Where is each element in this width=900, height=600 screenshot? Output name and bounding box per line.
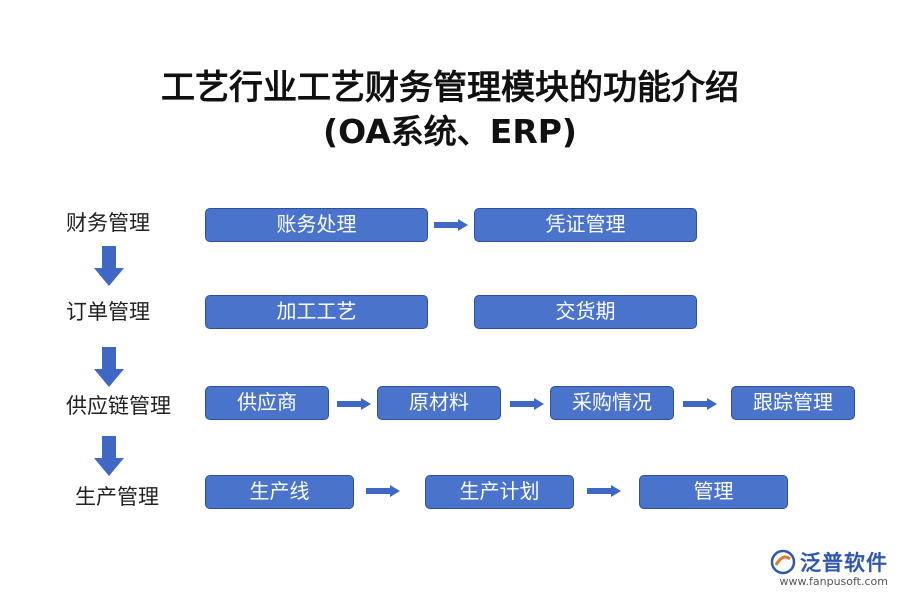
box-tracking: 跟踪管理 — [731, 386, 855, 420]
box-supplier: 供应商 — [205, 386, 329, 420]
row-label-supply-chain: 供应链管理 — [66, 394, 171, 418]
right-arrow-icon — [587, 485, 621, 497]
row-label-production: 生产管理 — [75, 485, 159, 509]
right-arrow-icon — [366, 485, 400, 497]
right-arrow-icon — [434, 219, 468, 231]
right-arrow-icon — [510, 398, 544, 410]
brand-url: www.fanpusoft.com — [779, 575, 888, 588]
down-arrow-icon — [94, 246, 124, 286]
right-arrow-icon — [683, 398, 717, 410]
down-arrow-icon — [94, 347, 124, 387]
box-production-line: 生产线 — [205, 475, 354, 509]
box-raw-material: 原材料 — [377, 386, 501, 420]
box-accounting: 账务处理 — [205, 208, 428, 242]
box-voucher: 凭证管理 — [474, 208, 697, 242]
box-process: 加工工艺 — [205, 295, 428, 329]
row-label-finance: 财务管理 — [66, 211, 150, 235]
box-production-plan: 生产计划 — [425, 475, 574, 509]
brand-logo-icon — [770, 549, 796, 575]
row-label-order: 订单管理 — [66, 300, 150, 324]
box-delivery: 交货期 — [474, 295, 697, 329]
brand-name: 泛普软件 — [800, 551, 888, 575]
title-line-1: 工艺行业工艺财务管理模块的功能介绍 — [161, 68, 739, 108]
box-procurement: 采购情况 — [550, 386, 674, 420]
box-management: 管理 — [639, 475, 788, 509]
right-arrow-icon — [337, 398, 371, 410]
title-line-2: (OA系统、ERP) — [322, 112, 577, 151]
diagram-title: 工艺行业工艺财务管理模块的功能介绍 (OA系统、ERP) — [0, 66, 900, 154]
brand-watermark: 泛普软件 www.fanpusoft.com — [770, 547, 888, 588]
down-arrow-icon — [94, 436, 124, 476]
